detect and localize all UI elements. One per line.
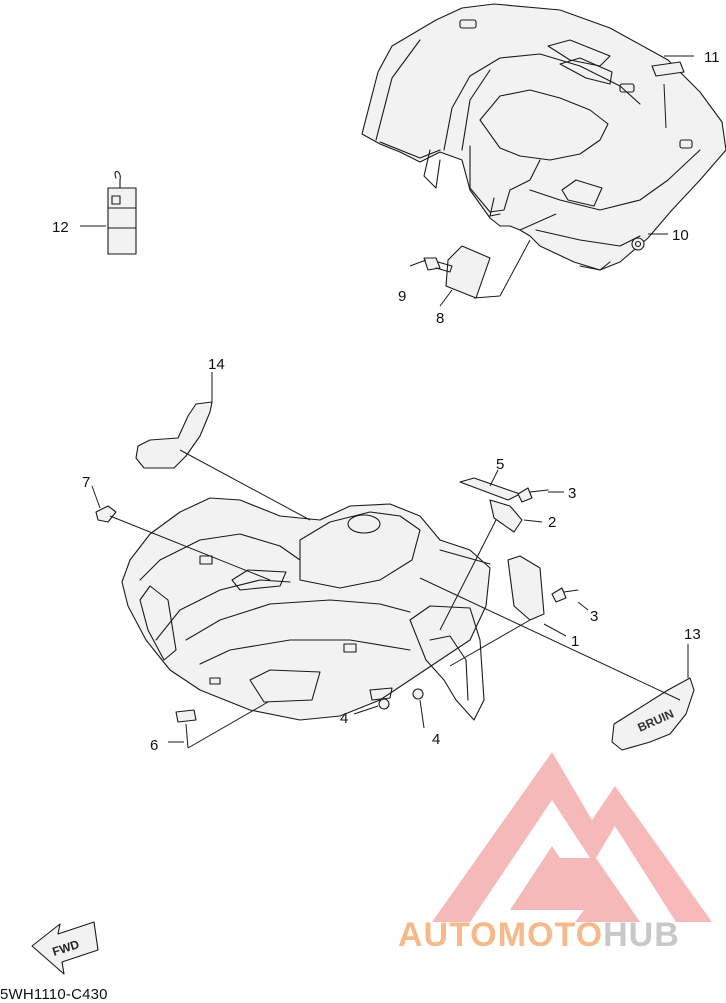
part-4-washer-b: [412, 688, 424, 700]
callouts: 1 2 3 3 4 4 5 6 7 8 9 10 11 12 13 14: [52, 49, 720, 754]
callout-1: 1: [571, 633, 579, 650]
watermark-moto: MOTO: [497, 916, 604, 954]
part-3-screw-top: [517, 487, 549, 503]
callout-13: 13: [684, 626, 701, 643]
part-1-bracket: [507, 555, 545, 621]
watermark-auto: AUTO: [398, 916, 498, 954]
diagram-code: 5WH1110-C430: [0, 986, 108, 1003]
watermark-text: AUTOMOTOHUB: [398, 916, 680, 955]
callout-5: 5: [496, 456, 504, 473]
callout-9: 9: [398, 288, 406, 305]
part-2-plate: [489, 499, 523, 533]
part-12-tag: [107, 170, 137, 255]
part-11-decal: [651, 61, 685, 77]
callout-7: 7: [82, 474, 90, 491]
part-4-washer-a: [378, 698, 390, 710]
part-7-emblem: [95, 505, 117, 523]
watermark-hub: HUB: [603, 916, 680, 954]
part-6-decal: [175, 709, 197, 723]
callout-2: 2: [548, 514, 556, 531]
part-8-plate: [445, 245, 491, 299]
callout-6: 6: [150, 737, 158, 754]
leader-lines: [80, 55, 694, 749]
callout-3-top: 3: [568, 485, 576, 502]
callout-12: 12: [52, 219, 69, 236]
callout-11: 11: [704, 49, 720, 66]
callout-8: 8: [436, 310, 444, 327]
part-13-decal: BRUIN: [611, 677, 695, 751]
part-3-screw-bottom: [551, 587, 579, 603]
callout-14: 14: [208, 356, 225, 373]
front-fender: [121, 497, 491, 721]
callout-10: 10: [672, 227, 689, 244]
callout-3-bottom: 3: [590, 608, 598, 625]
part-9-rivet: [423, 257, 453, 273]
callout-4-left: 4: [340, 710, 348, 727]
callout-4-right: 4: [432, 731, 440, 748]
part-10-grommet: [631, 237, 645, 251]
part-14-decal: [135, 401, 213, 469]
rear-fender: [361, 3, 726, 271]
part-5-strip: [459, 477, 521, 501]
fwd-arrow: FWD: [31, 921, 99, 975]
watermark-logo: [432, 752, 712, 922]
